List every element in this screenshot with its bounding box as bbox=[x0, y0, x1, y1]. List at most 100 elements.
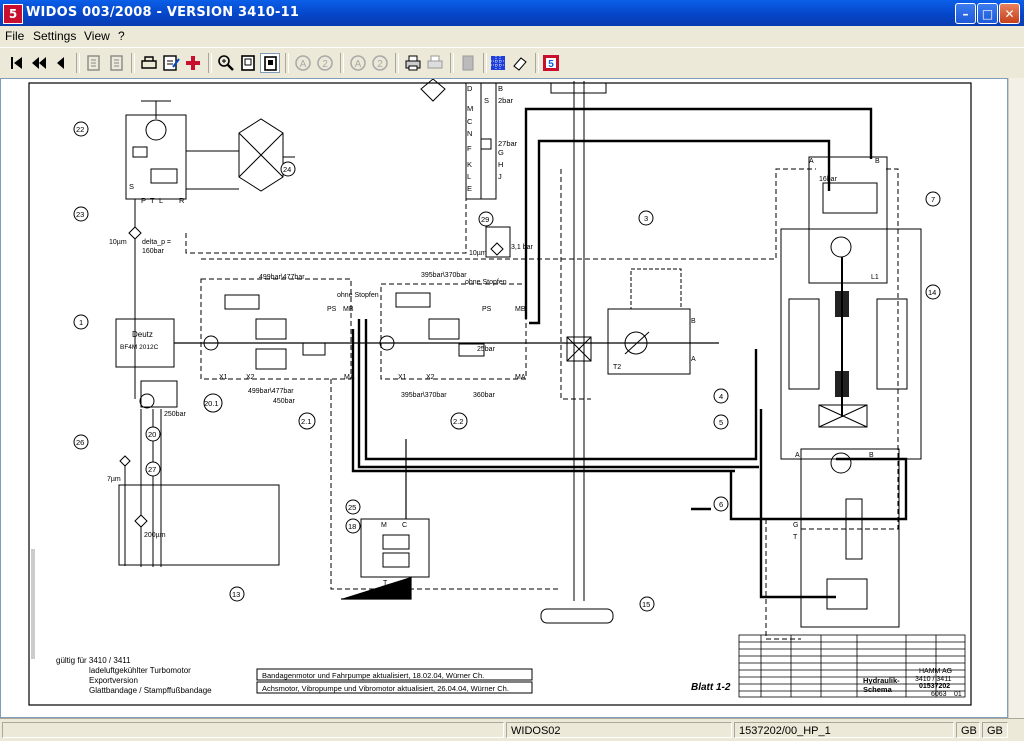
sheet-label: Blatt 1-2 bbox=[691, 682, 731, 693]
label-27bar: 27bar bbox=[498, 139, 518, 148]
label-x1-a: X1 bbox=[219, 374, 228, 381]
status-bar: WIDOS02 1537202/00_HP_1 GB GB bbox=[0, 718, 1024, 741]
eraser-icon[interactable] bbox=[510, 53, 530, 73]
edit-icon[interactable] bbox=[161, 53, 181, 73]
a-circle-icon[interactable]: A bbox=[293, 53, 313, 73]
label-2bar: 2bar bbox=[498, 96, 514, 105]
close-button[interactable]: ✕ bbox=[999, 3, 1020, 24]
status-panel-language-2: GB bbox=[982, 722, 1008, 738]
label-x1-b: X1 bbox=[398, 374, 407, 381]
printer-icon[interactable] bbox=[403, 53, 423, 73]
port-k: K bbox=[467, 160, 472, 169]
port-l: L bbox=[467, 172, 471, 181]
port-m-vibro: M bbox=[381, 522, 387, 529]
callout-1: 1 bbox=[79, 318, 83, 327]
label-395-a: 395bar\370bar bbox=[421, 272, 467, 279]
grid-icon[interactable] bbox=[488, 53, 508, 73]
label-x2-b: X2 bbox=[426, 374, 435, 381]
add-red-cross-icon[interactable] bbox=[183, 53, 203, 73]
port-t-steer: T bbox=[150, 196, 155, 205]
callout-2-2: 2.2 bbox=[453, 417, 463, 426]
callout-29: 29 bbox=[481, 215, 489, 224]
page-selected-icon[interactable] bbox=[260, 53, 280, 73]
doc-forward-icon[interactable] bbox=[106, 53, 126, 73]
label-200um: 200µm bbox=[144, 532, 166, 539]
label-250bar: 250bar bbox=[164, 411, 186, 418]
two-circle-2-icon[interactable]: 2 bbox=[370, 53, 390, 73]
change-note-1: Bandagenmotor und Fahrpumpe aktualisiert… bbox=[262, 671, 484, 680]
drawing-canvas[interactable]: D B M S 2bar C N F 27bar G H K J L E S P… bbox=[0, 78, 1008, 718]
label-3-1-bar: 3,1 bar bbox=[511, 244, 533, 251]
label-499-b: 499bar\477bar bbox=[248, 388, 294, 395]
engine-label-deutz: Deutz bbox=[132, 330, 153, 339]
label-delta-p-value: 160bar bbox=[142, 248, 164, 255]
a-circle-2-icon[interactable]: A bbox=[348, 53, 368, 73]
title-block-sheet-number: 01 bbox=[954, 691, 962, 698]
port-m: M bbox=[467, 104, 473, 113]
label-ma-1: MA bbox=[344, 374, 355, 381]
print-page-icon[interactable] bbox=[139, 53, 159, 73]
callout-23: 23 bbox=[76, 210, 84, 219]
minimize-button[interactable]: – bbox=[955, 3, 976, 24]
prev-icon[interactable] bbox=[51, 53, 71, 73]
label-25bar: 25bar bbox=[477, 346, 496, 353]
menu-help[interactable]: ? bbox=[118, 29, 125, 43]
port-l1: L1 bbox=[871, 274, 879, 281]
label-mb-1: MB bbox=[343, 306, 354, 313]
label-t2: T2 bbox=[613, 364, 621, 371]
svg-text:2: 2 bbox=[377, 59, 383, 70]
svg-text:A: A bbox=[355, 59, 362, 70]
port-p-vibro: P bbox=[402, 580, 407, 587]
title-block-number: 01537202 bbox=[919, 683, 950, 690]
engine-label-model: BF4M 2012C bbox=[120, 344, 159, 351]
port-g-axle: G bbox=[793, 522, 798, 529]
menu-view[interactable]: View bbox=[84, 29, 110, 43]
vertical-scrollbar[interactable] bbox=[1008, 78, 1024, 718]
title-block-title-1: Hydraulik- bbox=[863, 676, 900, 685]
port-s: S bbox=[484, 96, 489, 105]
menu-settings[interactable]: Settings bbox=[33, 29, 77, 43]
label-ohne-stopfen-2: ohne Stopfen bbox=[465, 279, 507, 286]
maximize-button[interactable]: □ bbox=[977, 3, 998, 24]
callout-13: 13 bbox=[232, 590, 240, 599]
callout-26: 26 bbox=[76, 438, 84, 447]
change-note-2: Achsmotor, Vibropumpe und Vibromotor akt… bbox=[262, 684, 509, 693]
port-r-steer: R bbox=[179, 196, 185, 205]
app-icon[interactable]: 5 bbox=[3, 4, 23, 24]
svg-text:2: 2 bbox=[322, 59, 328, 70]
label-x2-a: X2 bbox=[246, 374, 255, 381]
callout-4: 4 bbox=[719, 392, 723, 401]
port-d: D bbox=[467, 84, 473, 93]
callout-20: 20 bbox=[148, 430, 156, 439]
zoom-icon[interactable] bbox=[216, 53, 236, 73]
printer-2-icon[interactable] bbox=[425, 53, 445, 73]
port-s-steer: S bbox=[129, 182, 134, 191]
status-panel-document: 1537202/00_HP_1 bbox=[734, 722, 954, 738]
callout-24: 24 bbox=[283, 165, 291, 174]
callout-22: 22 bbox=[76, 125, 84, 134]
prev-fast-icon[interactable] bbox=[29, 53, 49, 73]
port-e: E bbox=[467, 184, 472, 193]
footer-line-1: gültig für 3410 / 3411 bbox=[56, 656, 131, 665]
menu-file[interactable]: File bbox=[5, 29, 25, 43]
port-b-drive: B bbox=[875, 158, 880, 165]
label-mb-2: MB bbox=[515, 306, 526, 313]
callout-25: 25 bbox=[348, 503, 356, 512]
label-10um-2: 10µm bbox=[469, 250, 487, 257]
port-a-axle: A bbox=[795, 452, 800, 459]
binder-icon[interactable] bbox=[458, 53, 478, 73]
title-block-company: HAMM AG bbox=[919, 668, 952, 675]
footer-line-4: Glattbandage / Stampffußbandage bbox=[89, 686, 212, 695]
port-a-drive: A bbox=[809, 158, 814, 165]
widos-icon[interactable]: 5 bbox=[541, 53, 561, 73]
doc-back-icon[interactable] bbox=[84, 53, 104, 73]
status-panel-main bbox=[2, 722, 504, 738]
two-circle-icon[interactable]: 2 bbox=[315, 53, 335, 73]
port-p-steer: P bbox=[141, 196, 146, 205]
status-panel-language-1: GB bbox=[956, 722, 980, 738]
first-icon[interactable] bbox=[7, 53, 27, 73]
port-n: N bbox=[467, 129, 472, 138]
title-bar[interactable]: 5 WIDOS 003/2008 - VERSION 3410-11 – □ ✕ bbox=[0, 0, 1024, 26]
page-icon[interactable] bbox=[238, 53, 258, 73]
footer-line-2: ladeluftgekühlter Turbomotor bbox=[89, 666, 191, 675]
